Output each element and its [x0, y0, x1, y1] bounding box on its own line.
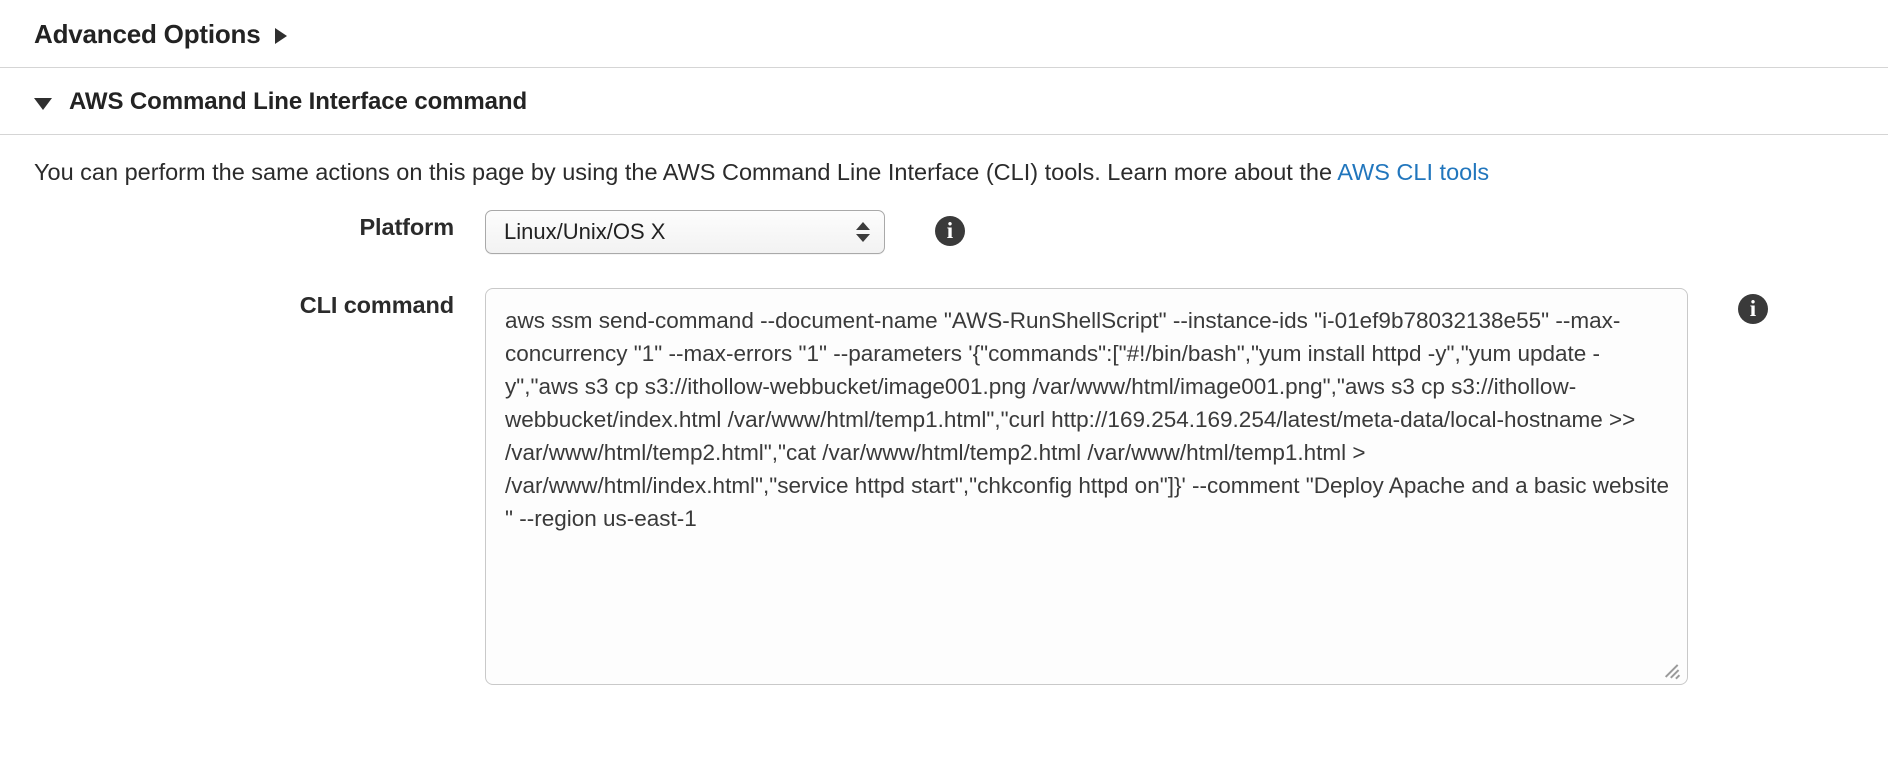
- divider-section: [0, 134, 1888, 135]
- platform-row: Platform Linux/Unix/OS X i: [34, 209, 1854, 254]
- stepper-updown-icon[interactable]: [856, 221, 870, 242]
- cli-form: Platform Linux/Unix/OS X i CLI command: [34, 192, 1854, 685]
- advanced-options-label: Advanced Options: [34, 19, 261, 49]
- cli-section-toggle[interactable]: AWS Command Line Interface command: [34, 68, 1854, 134]
- cli-description-text: You can perform the same actions on this…: [34, 159, 1333, 185]
- platform-label: Platform: [359, 213, 454, 240]
- triangle-down-icon: [34, 98, 52, 110]
- advanced-options-toggle[interactable]: Advanced Options: [34, 0, 1854, 67]
- triangle-right-icon: [274, 27, 287, 44]
- aws-cli-tools-link[interactable]: AWS CLI tools: [1337, 159, 1490, 185]
- cli-command-label: CLI command: [299, 291, 454, 318]
- platform-info-icon[interactable]: i: [935, 215, 965, 246]
- cli-command-row: CLI command i: [34, 287, 1854, 685]
- cli-command-info-icon[interactable]: i: [1738, 293, 1768, 324]
- cli-command-textarea-wrap: [485, 287, 1688, 685]
- cli-command-input[interactable]: [485, 287, 1688, 685]
- platform-select-wrap[interactable]: Linux/Unix/OS X: [485, 209, 885, 254]
- platform-selected-value: Linux/Unix/OS X: [504, 218, 666, 244]
- stepper-up-arrow[interactable]: [856, 221, 870, 230]
- platform-select[interactable]: Linux/Unix/OS X: [485, 209, 885, 254]
- stepper-down-arrow[interactable]: [856, 233, 870, 242]
- divider-top: [0, 67, 1888, 68]
- cli-section-title: AWS Command Line Interface command: [69, 88, 528, 115]
- cli-description: You can perform the same actions on this…: [34, 135, 1854, 192]
